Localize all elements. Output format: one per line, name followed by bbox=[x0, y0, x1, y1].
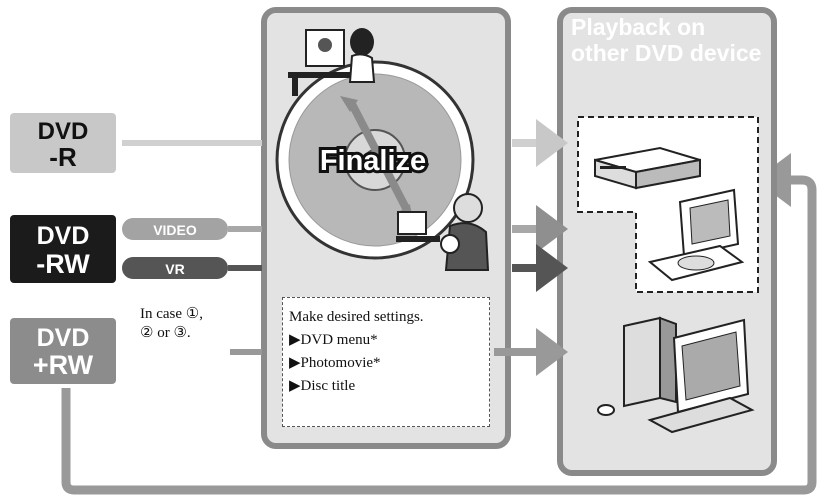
vr-mode-pill: VR bbox=[122, 257, 228, 279]
person-viewing-tv-illustration bbox=[288, 28, 376, 96]
dvd-r-line1: DVD bbox=[38, 118, 89, 145]
dvd-rw-badge: DVD -RW bbox=[10, 215, 116, 283]
dvd-plus-rw-line2: +RW bbox=[33, 350, 94, 380]
video-mode-pill: VIDEO bbox=[122, 218, 228, 240]
finalize-disc: Finalize bbox=[275, 60, 475, 260]
dvd-r-line2: -R bbox=[49, 142, 77, 172]
playback-title: Playback on other DVD device bbox=[571, 14, 761, 66]
dvd-plus-rw-line1: DVD bbox=[37, 324, 90, 352]
settings-item-disc-title: ▶Disc title bbox=[289, 378, 356, 394]
computer-icon bbox=[597, 316, 755, 434]
in-case-line1: In case ①, bbox=[140, 306, 204, 322]
vr-mode-label: VR bbox=[165, 261, 184, 277]
dvd-player-icon bbox=[594, 146, 701, 190]
settings-box: Make desired settings. ▶DVD menu* ▶Photo… bbox=[282, 297, 490, 427]
settings-heading: Make desired settings. bbox=[289, 309, 424, 325]
playback-title-line2: other DVD device bbox=[571, 40, 762, 66]
portable-dvd-player-icon bbox=[647, 188, 745, 282]
settings-item-photomovie: ▶Photomovie* bbox=[289, 355, 381, 371]
in-case-line2: ② or ③. bbox=[140, 325, 191, 341]
video-mode-label: VIDEO bbox=[153, 222, 197, 238]
dvd-r-badge: DVD -R bbox=[10, 113, 116, 173]
dvd-rw-line2: -RW bbox=[36, 249, 90, 279]
playback-title-line1: Playback on bbox=[571, 14, 706, 40]
return-loop-arrow bbox=[61, 153, 817, 495]
dvd-rw-line1: DVD bbox=[37, 222, 90, 250]
settings-item-dvd-menu: ▶DVD menu* bbox=[289, 332, 378, 348]
dvd-plus-rw-badge: DVD +RW bbox=[10, 318, 116, 384]
finalize-label: Finalize bbox=[320, 145, 426, 177]
in-case-note: In case ①, ② or ③. bbox=[140, 305, 203, 343]
person-with-camcorder-illustration bbox=[396, 193, 490, 271]
